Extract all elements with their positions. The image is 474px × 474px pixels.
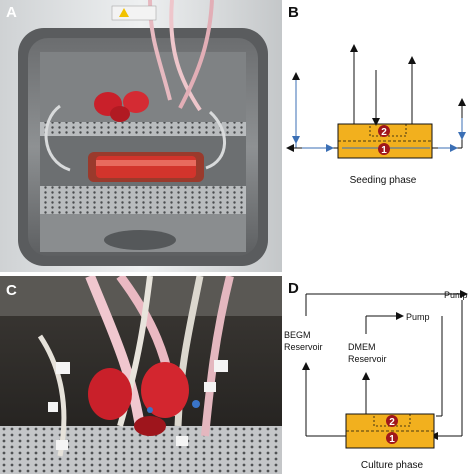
seeding-caption: Seeding phase	[350, 175, 417, 186]
culture-caption: Culture phase	[361, 460, 424, 471]
begm-label-line2: Reservoir	[284, 342, 323, 352]
incubator-photo-panel: A	[0, 0, 282, 272]
culture-badge-1-text: 1	[389, 434, 395, 445]
culture-badge-2-text: 2	[389, 417, 395, 428]
incubator-illustration	[0, 0, 282, 272]
tubing-photo-panel: C	[0, 276, 282, 474]
seeding-diagram-svg: 2 1 Seeding phase	[286, 44, 466, 186]
badge-2-culture	[386, 415, 398, 427]
dmem-label-line1: DMEM	[348, 342, 376, 352]
panel-a-letter: A	[6, 4, 17, 21]
badge-1-seeding	[378, 143, 390, 155]
tubing-illustration	[0, 276, 282, 474]
panel-b-letter: B	[288, 4, 299, 21]
seeding-badge-1-text: 1	[381, 145, 387, 156]
pump-top-label: Pump	[444, 290, 468, 300]
panel-c-letter: C	[6, 282, 17, 299]
seeding-badge-2-text: 2	[381, 127, 387, 138]
badge-1-culture	[386, 432, 398, 444]
culture-diagram-svg: 2 1 Pump Pump BEGM Reservoir DMEM Reserv…	[284, 290, 468, 471]
badge-2-seeding	[378, 125, 390, 137]
culture-phase-diagram: 2 1 Pump Pump BEGM Reservoir DMEM Reserv…	[282, 276, 474, 474]
seeding-phase-diagram: 2 1 Seeding phase B	[282, 0, 474, 272]
pump-mid-label: Pump	[406, 312, 430, 322]
dmem-label-line2: Reservoir	[348, 354, 387, 364]
begm-label-line1: BEGM	[284, 330, 311, 340]
panel-d-letter: D	[288, 280, 299, 297]
